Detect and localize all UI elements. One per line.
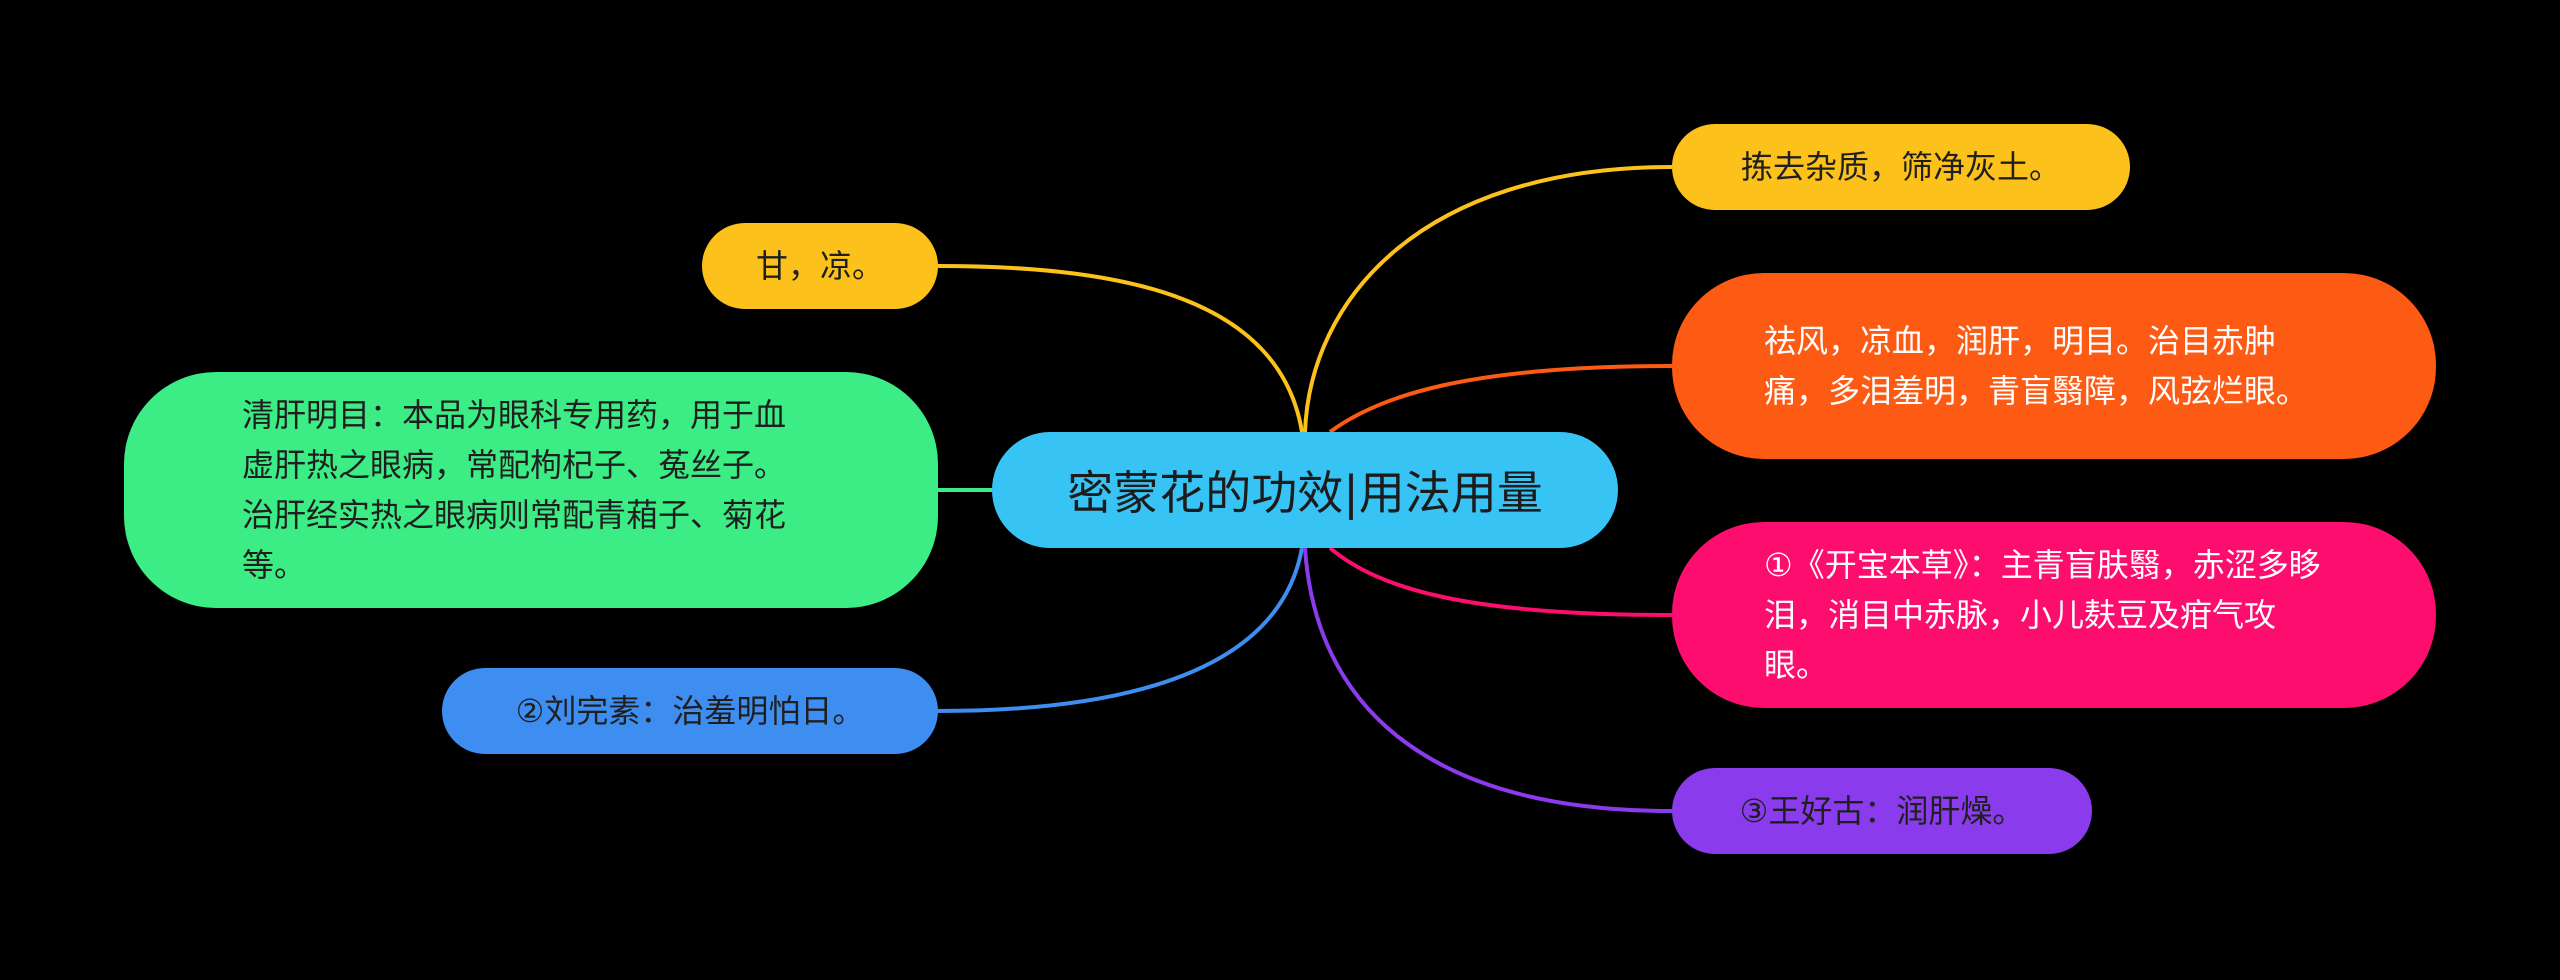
connector-liu-wansu — [937, 547, 1304, 713]
topic-text-effects: 祛风，凉血，润肝，明目。治目赤肿痛，多泪羞明，青盲翳障，风弦烂眼。 — [1764, 322, 2309, 410]
connector-effects — [1328, 364, 1673, 434]
connector-lines — [937, 165, 1673, 813]
connector-processing — [1303, 165, 1673, 433]
topic-node-kaibao[interactable]: ①《开宝本草》：主青盲肤翳，赤涩多眵泪，消目中赤脉，小儿麸豆及疳气攻眼。 — [1672, 522, 2436, 708]
topic-text-liu-wansu: ②刘完素：治羞明怕日。 — [515, 692, 865, 730]
topic-node-clear-liver[interactable]: 清肝明目：本品为眼科专用药，用于血虚肝热之眼病，常配枸杞子、菟丝子。治肝经实热之… — [124, 372, 938, 608]
topic-text-wang-haogu: ③王好古：润肝燥。 — [1739, 792, 2025, 830]
connector-wang-haogu — [1303, 547, 1673, 813]
topic-node-liu-wansu[interactable]: ②刘完素：治羞明怕日。 — [442, 668, 938, 754]
topic-text-sweet-cool: 甘，凉。 — [755, 247, 884, 285]
topic-text-clear-liver: 清肝明目：本品为眼科专用药，用于血虚肝热之眼病，常配枸杞子、菟丝子。治肝经实热之… — [242, 396, 787, 584]
root-topic-text: 密蒙花的功效|用法用量 — [1067, 466, 1543, 520]
topic-node-effects[interactable]: 祛风，凉血，润肝，明目。治目赤肿痛，多泪羞明，青盲翳障，风弦烂眼。 — [1672, 273, 2436, 459]
connector-kaibao — [1328, 546, 1673, 617]
topic-node-wang-haogu[interactable]: ③王好古：润肝燥。 — [1672, 768, 2092, 854]
topic-text-kaibao: ①《开宝本草》：主青盲肤翳，赤涩多眵泪，消目中赤脉，小儿麸豆及疳气攻眼。 — [1764, 546, 2321, 684]
connector-sweet-cool — [937, 264, 1304, 433]
topic-node-sweet-cool[interactable]: 甘，凉。 — [702, 223, 938, 309]
root-topic-node[interactable]: 密蒙花的功效|用法用量 — [992, 432, 1618, 548]
topic-text-processing: 拣去杂质，筛净灰土。 — [1740, 148, 2061, 186]
topic-node-processing[interactable]: 拣去杂质，筛净灰土。 — [1672, 124, 2130, 210]
